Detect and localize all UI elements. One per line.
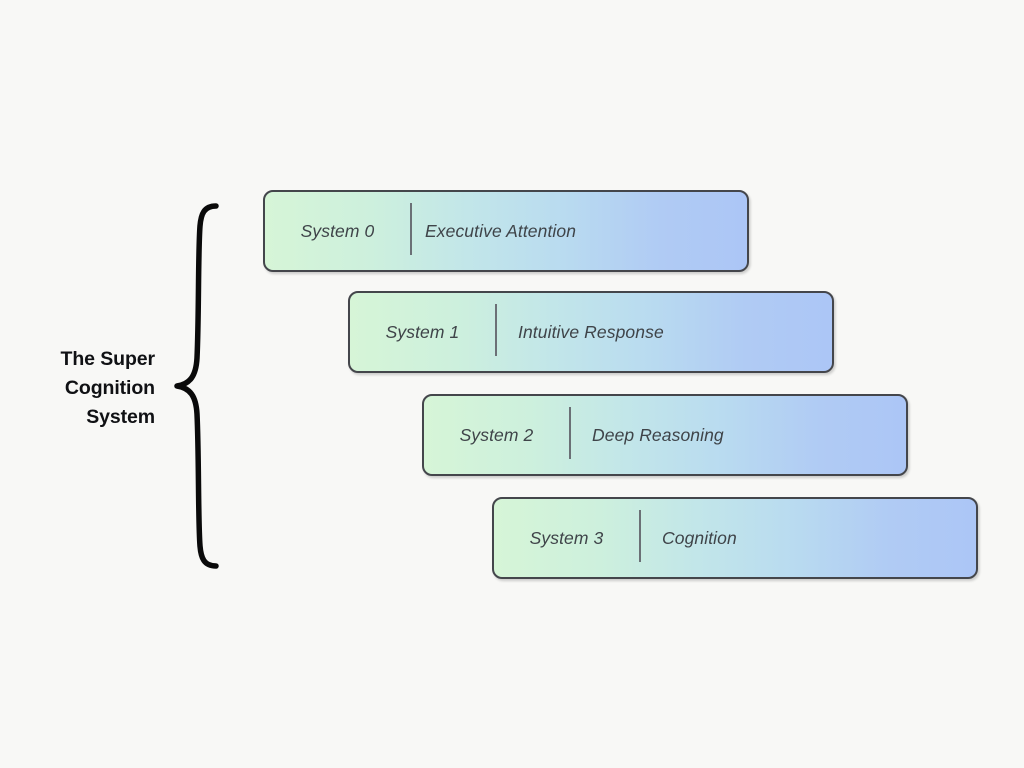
bar-row[interactable]: System 0 Executive Attention xyxy=(263,190,749,272)
bar-row[interactable]: System 3 Cognition xyxy=(492,497,978,579)
bar-system-label: System 3 xyxy=(529,527,604,548)
bar-divider xyxy=(569,407,571,459)
bar-divider xyxy=(410,203,412,255)
bar-description-label: Executive Attention xyxy=(425,220,577,241)
curly-brace-icon xyxy=(174,203,219,569)
bar-system-label: System 0 xyxy=(300,220,375,241)
bar-row[interactable]: System 2 Deep Reasoning xyxy=(422,394,908,476)
bar-divider xyxy=(495,304,497,356)
bar-description-label: Intuitive Response xyxy=(518,321,664,342)
bar-system-label: System 2 xyxy=(459,424,534,445)
bar-system-label: System 1 xyxy=(385,321,460,342)
bar-description-label: Deep Reasoning xyxy=(592,424,724,445)
bar-row[interactable]: System 1 Intuitive Response xyxy=(348,291,834,373)
bar-divider xyxy=(639,510,641,562)
bar-description-label: Cognition xyxy=(662,527,737,548)
group-label: The Super Cognition System xyxy=(60,348,156,428)
